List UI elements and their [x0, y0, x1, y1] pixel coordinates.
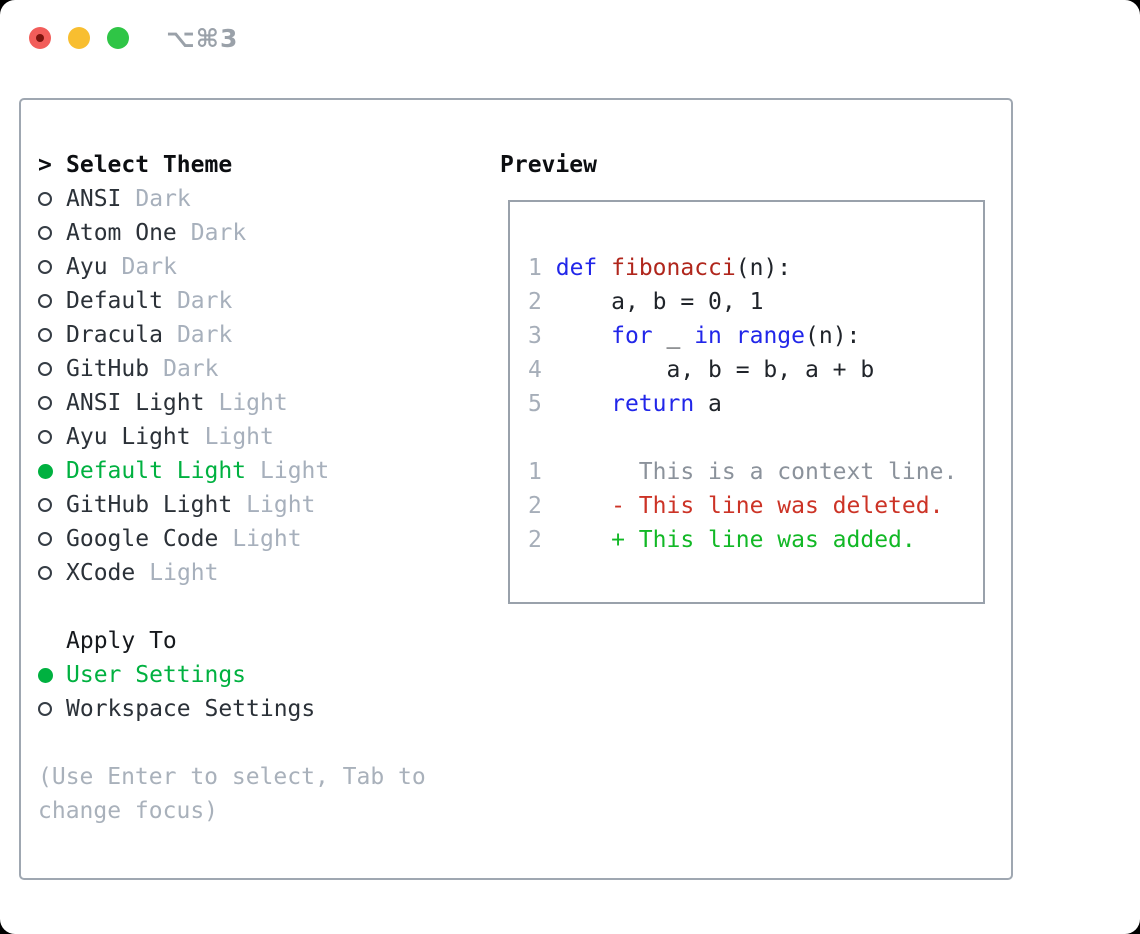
- hint-line-2: change focus): [38, 798, 219, 824]
- radio-icon: [38, 226, 52, 240]
- code-line: 1 This is a context line.: [528, 459, 958, 485]
- titlebar: ⌥⌘3: [0, 0, 1140, 78]
- theme-option-github[interactable]: GitHub Dark: [38, 352, 426, 386]
- theme-variant-tag: Dark: [176, 288, 233, 314]
- radio-icon: [38, 328, 52, 342]
- theme-option-dracula[interactable]: Dracula Dark: [38, 318, 426, 352]
- focus-chevron-icon: >: [38, 152, 52, 178]
- theme-option-default[interactable]: Default Dark: [38, 284, 426, 318]
- theme-option-atom-one[interactable]: Atom One Dark: [38, 216, 426, 250]
- preview-box: 1 def fibonacci(n): 2 a, b = 0, 1 3 for _ …: [508, 200, 985, 604]
- preview-title: Preview: [500, 152, 597, 178]
- option-label: Default Light: [66, 458, 247, 484]
- theme-variant-tag: Light: [260, 458, 330, 484]
- window-shortcut-label: ⌥⌘3: [166, 24, 239, 53]
- option-label: Ayu: [66, 254, 108, 280]
- theme-option-google-code[interactable]: Google Code Light: [38, 522, 426, 556]
- radio-icon: [38, 192, 52, 206]
- hint-line-1: (Use Enter to select, Tab to: [38, 764, 426, 790]
- theme-option-ansi-light[interactable]: ANSI Light Light: [38, 386, 426, 420]
- option-label: XCode: [66, 560, 136, 586]
- code-line: [528, 421, 957, 455]
- code-line: 1 def fibonacci(n):: [528, 255, 792, 281]
- radio-icon: [38, 566, 52, 580]
- theme-variant-tag: Dark: [163, 356, 219, 382]
- theme-variant-tag: Dark: [135, 186, 191, 212]
- apply-option-workspace-settings[interactable]: Workspace Settings: [38, 692, 426, 726]
- theme-option-ansi[interactable]: ANSI Dark: [38, 182, 426, 216]
- select-theme-header: > Select Theme: [38, 148, 426, 182]
- option-label: Google Code: [66, 526, 219, 552]
- radio-icon: [38, 430, 52, 444]
- theme-option-xcode[interactable]: XCode Light: [38, 556, 426, 590]
- apply-option-user-settings[interactable]: User Settings: [38, 658, 426, 692]
- option-label: GitHub: [66, 356, 150, 382]
- theme-variant-tag: Light: [218, 390, 288, 416]
- theme-variant-tag: Dark: [190, 220, 247, 246]
- apply-to-title: Apply To: [66, 628, 177, 654]
- code-line: 2 - This line was deleted.: [528, 493, 944, 519]
- option-label: Ayu Light: [66, 424, 191, 450]
- option-label: Dracula: [66, 322, 163, 348]
- theme-variant-tag: Light: [149, 560, 219, 586]
- close-button[interactable]: [29, 27, 51, 49]
- option-label: Default: [66, 288, 163, 314]
- theme-variant-tag: Dark: [121, 254, 177, 280]
- theme-option-ayu[interactable]: Ayu Dark: [38, 250, 426, 284]
- option-label: ANSI Light: [66, 390, 205, 416]
- option-label: ANSI: [66, 186, 122, 212]
- theme-variant-tag: Light: [204, 424, 274, 450]
- theme-variant-tag: Light: [232, 526, 302, 552]
- radio-icon: [38, 702, 52, 716]
- code-line: 4 a, b = b, a + b: [528, 357, 875, 383]
- code-line: 2 a, b = 0, 1: [528, 289, 764, 315]
- code-line: 5 return a: [528, 391, 722, 417]
- select-theme-title: Select Theme: [66, 152, 233, 178]
- option-label: GitHub Light: [66, 492, 233, 518]
- radio-selected-icon: [38, 463, 53, 479]
- option-label: Workspace Settings: [66, 696, 316, 722]
- radio-icon: [38, 532, 52, 546]
- option-label: Atom One: [66, 220, 177, 246]
- theme-variant-tag: Light: [246, 492, 316, 518]
- theme-option-default-light[interactable]: Default Light Light: [38, 454, 426, 488]
- code-line: 2 + This line was added.: [528, 527, 916, 553]
- theme-option-ayu-light[interactable]: Ayu Light Light: [38, 420, 426, 454]
- radio-selected-icon: [38, 667, 53, 683]
- radio-icon: [38, 362, 52, 376]
- hint-text: (Use Enter to select, Tab to change focu…: [38, 760, 426, 828]
- option-label: User Settings: [66, 662, 247, 688]
- preview-code: 1 def fibonacci(n): 2 a, b = 0, 1 3 for _ …: [528, 251, 957, 557]
- radio-icon: [38, 294, 52, 308]
- minimize-button[interactable]: [68, 27, 90, 49]
- theme-option-github-light[interactable]: GitHub Light Light: [38, 488, 426, 522]
- zoom-button[interactable]: [107, 27, 129, 49]
- code-line: 3 for _ in range(n):: [528, 323, 861, 349]
- radio-icon: [38, 260, 52, 274]
- theme-variant-tag: Dark: [176, 322, 233, 348]
- radio-icon: [38, 396, 52, 410]
- radio-icon: [38, 498, 52, 512]
